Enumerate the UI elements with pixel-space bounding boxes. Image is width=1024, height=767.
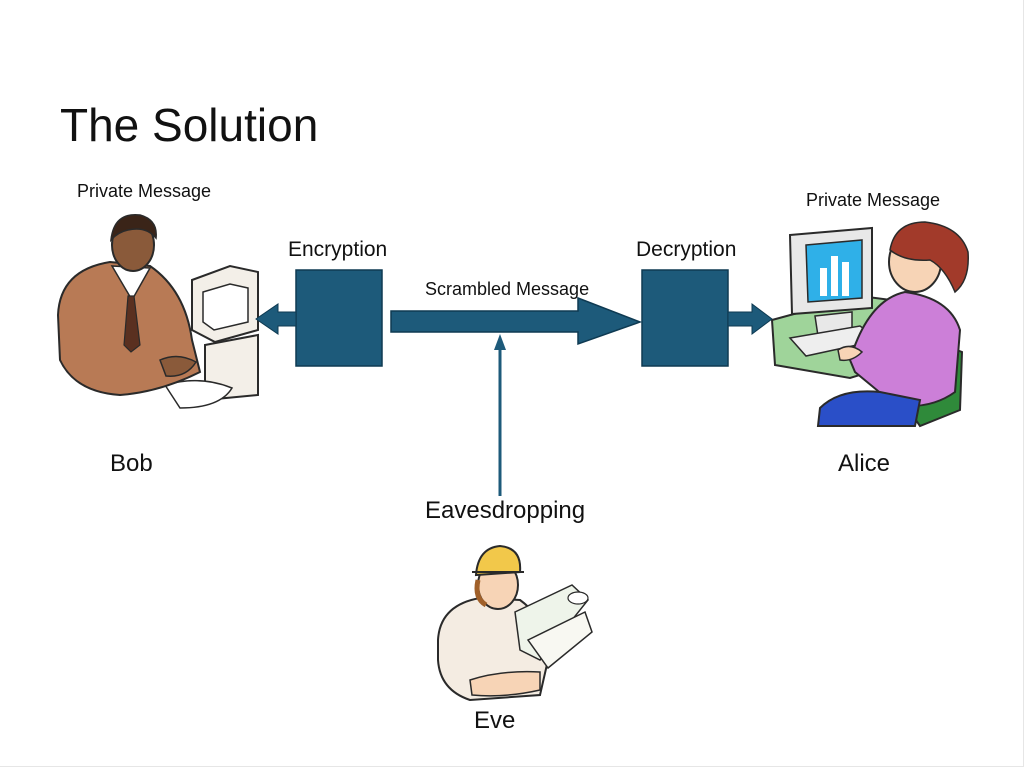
eavesdrop-arrow-head — [494, 334, 506, 350]
alice-label: Alice — [838, 450, 891, 477]
bob-caption: Private Message — [77, 181, 212, 201]
eavesdropping-label: Eavesdropping — [425, 497, 586, 524]
eve-figure — [437, 544, 593, 702]
scrambled-message-label: Scrambled Message — [425, 279, 590, 299]
bob-figure — [56, 213, 259, 409]
encryption-box — [295, 269, 383, 367]
slide-title: The Solution — [60, 99, 319, 151]
bob-label: Bob — [110, 450, 153, 477]
arrow-to-alice — [727, 303, 773, 335]
eve-label: Eve — [474, 707, 516, 734]
arrow-to-bob — [255, 303, 297, 335]
encryption-label: Encryption — [288, 238, 388, 261]
decryption-label: Decryption — [636, 238, 737, 261]
alice-caption: Private Message — [806, 190, 941, 210]
scrambled-message-arrow — [390, 296, 643, 346]
alice-figure — [770, 221, 969, 428]
decryption-box — [641, 269, 729, 367]
